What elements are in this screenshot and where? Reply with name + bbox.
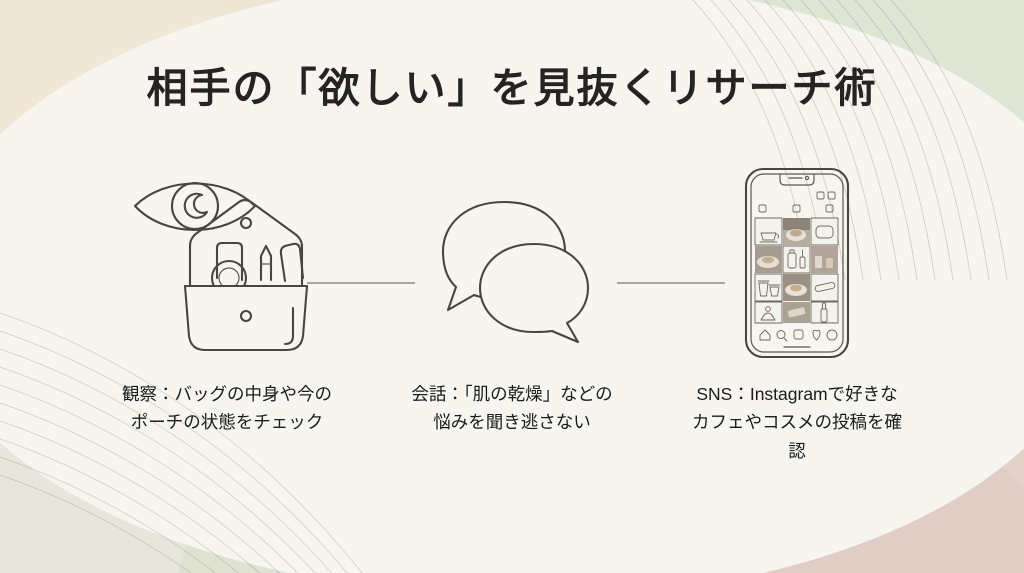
smartphone-instagram-grid-icon [722,167,872,359]
connector-step1-to-step2 [307,282,415,284]
connector-step2-to-step3 [617,282,725,284]
cosmetic-pouch-icon [183,198,309,352]
caption-line: 悩みを聞き逃さない [433,412,591,433]
wave-texture-top-right [692,0,1008,281]
eye-icon [133,181,257,231]
caption-line: 会話：「肌の乾燥」などの [411,384,613,404]
lipstick-drawing [820,302,828,323]
pastry-drawing [760,306,776,321]
eye-and-cosmetic-pouch-icon [127,168,327,358]
cups-drawing [757,280,781,297]
caption-line: カフェやコスメの投稿を確 [692,412,902,433]
home-icon [759,329,771,341]
wave-texture-bottom-left [0,312,363,573]
step-observation-caption: 観察：バッグの中身や今の ポーチの状態をチェック [101,380,353,437]
instagram-photo-grid [754,217,839,324]
heart-icon [812,329,821,341]
cosmetics-drawing [787,249,806,269]
caption-line: 観察：バッグの中身や今の [122,384,332,404]
profile-avatar-icon [826,329,838,341]
search-icon [776,330,786,339]
speech-bubbles-icon [412,168,612,358]
steps-row: 観察：バッグの中身や今の ポーチの状態をチェック 会話：「肌の乾燥」などの 悩み… [0,167,1024,465]
phone-header-icons [758,191,836,213]
caption-line: SNS：Instagramで好きな [696,384,898,404]
step-sns-caption: SNS：Instagramで好きな カフェやコスメの投稿を確 認 [671,380,923,465]
phone-bottom-nav [759,329,838,342]
step-observation: 観察：バッグの中身や今の ポーチの状態をチェック [85,168,370,437]
phone-frame [744,167,850,359]
reels-icon [793,329,804,340]
caption-line: 認 [788,440,806,461]
step-conversation-caption: 会話：「肌の乾燥」などの 悩みを聞き逃さない [386,380,638,437]
speech-bubble-right [478,242,590,344]
caption-line: ポーチの状態をチェック [130,412,324,433]
step-conversation: 会話：「肌の乾燥」などの 悩みを聞き逃さない [370,168,655,437]
coffee-cup-drawing [759,232,780,243]
page-title: 相手の「欲しい」を見抜くリサーチ術 [146,65,878,111]
step-sns: SNS：Instagramで好きな カフェやコスメの投稿を確 認 [655,167,940,465]
